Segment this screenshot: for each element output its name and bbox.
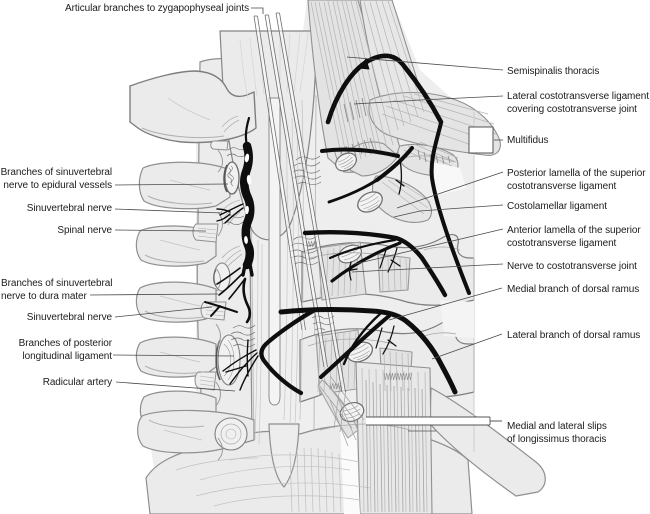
svg-text:Lateral costotransverse ligame: Lateral costotransverse ligament [507, 91, 649, 102]
svg-text:Sinuvertebral nerve: Sinuvertebral nerve [27, 312, 113, 323]
svg-text:Medial branch of dorsal ramus: Medial branch of dorsal ramus [507, 284, 639, 295]
svg-text:Multifidus: Multifidus [507, 135, 549, 146]
svg-text:covering costotransverse joint: covering costotransverse joint [507, 104, 637, 115]
svg-text:Articular branches to zygapoph: Articular branches to zygapophyseal join… [65, 3, 249, 14]
svg-text:Sinuvertebral nerve: Sinuvertebral nerve [27, 203, 113, 214]
svg-text:nerve to dura mater: nerve to dura mater [1, 291, 87, 302]
svg-text:Semispinalis thoracis: Semispinalis thoracis [507, 66, 599, 77]
svg-text:costotransverse ligament: costotransverse ligament [507, 181, 617, 192]
svg-text:Lateral branch of dorsal ramus: Lateral branch of dorsal ramus [507, 330, 640, 341]
svg-text:Spinal nerve: Spinal nerve [57, 225, 112, 236]
svg-text:Posterior lamella of the super: Posterior lamella of the superior [507, 168, 646, 179]
svg-text:Costolamellar ligament: Costolamellar ligament [507, 201, 607, 212]
svg-text:of longissimus thoracis: of longissimus thoracis [507, 434, 606, 445]
svg-text:nerve to epidural vessels: nerve to epidural vessels [3, 180, 112, 191]
svg-text:Branches of posterior: Branches of posterior [19, 338, 113, 349]
svg-text:Branches of sinuvertebral: Branches of sinuvertebral [1, 278, 112, 289]
svg-text:longitudinal ligament: longitudinal ligament [23, 351, 113, 362]
svg-text:Medial and lateral slips: Medial and lateral slips [507, 421, 607, 432]
svg-text:Nerve to costotransverse joint: Nerve to costotransverse joint [507, 261, 637, 272]
svg-text:Radicular artery: Radicular artery [43, 377, 112, 388]
svg-text:Anterior lamella of the superi: Anterior lamella of the superior [507, 225, 641, 236]
svg-text:Branches of sinuvertebral: Branches of sinuvertebral [1, 167, 112, 178]
svg-text:costotransverse ligament: costotransverse ligament [507, 238, 617, 249]
